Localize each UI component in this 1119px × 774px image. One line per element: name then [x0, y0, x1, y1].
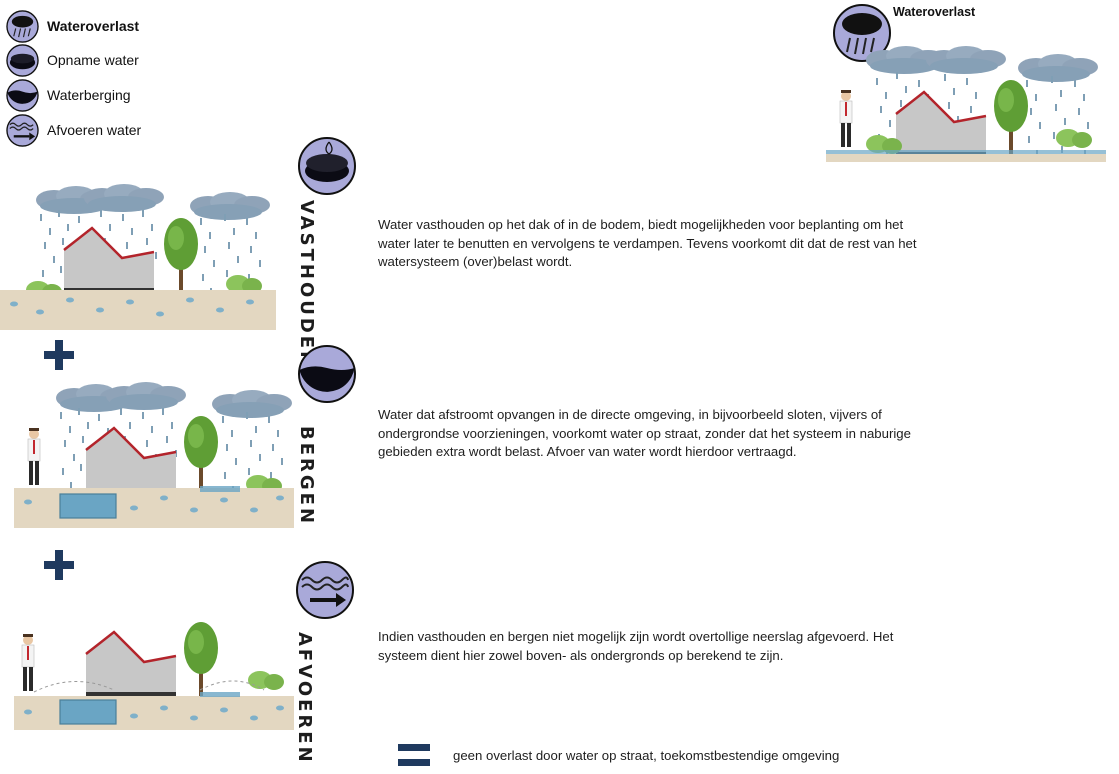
- legend-item-wateroverlast: Wateroverlast: [6, 9, 140, 43]
- bergen-illustration: [14, 382, 294, 528]
- water-storage-icon: [298, 345, 356, 403]
- conclusion-text: geen overlast door water op straat, toek…: [453, 748, 840, 763]
- section-label-afvoeren: AFVOEREN: [294, 632, 315, 765]
- legend-label: Afvoeren water: [47, 122, 142, 138]
- top-scene-illustration: [826, 4, 1106, 162]
- section-description-vasthouden: Water vasthouden op het dak of in de bod…: [378, 217, 917, 270]
- water-drain-icon: [6, 113, 39, 147]
- legend-label: Wateroverlast: [47, 18, 140, 34]
- section-label-bergen: BERGEN: [296, 426, 317, 527]
- water-drain-icon: [296, 561, 354, 619]
- water-storage-icon: [6, 78, 39, 112]
- soil-absorb-icon: [6, 43, 39, 77]
- legend-item-waterberging: Waterberging: [6, 78, 131, 112]
- soil-absorb-icon: [298, 137, 356, 195]
- legend-item-opname-water: Opname water: [6, 43, 139, 77]
- section-description-bergen: Water dat afstroomt opvangen in de direc…: [378, 407, 911, 460]
- plus-operator-icon: [44, 340, 74, 370]
- section-label-vasthouden: VASTHOUDEN: [296, 200, 317, 370]
- legend-label: Waterberging: [47, 87, 131, 103]
- top-scene-title: Wateroverlast: [893, 5, 976, 19]
- vasthouden-illustration: [0, 184, 276, 330]
- section-description-afvoeren: Indien vasthouden en bergen niet mogelij…: [378, 629, 894, 663]
- legend-item-afvoeren-water: Afvoeren water: [6, 113, 142, 147]
- plus-operator-icon: [44, 550, 74, 580]
- afvoeren-illustration: [14, 622, 294, 730]
- top-scene-icon-rain-cloud: [833, 4, 891, 62]
- legend-label: Opname water: [47, 52, 139, 68]
- rain-cloud-icon: [6, 9, 39, 43]
- equals-operator-icon: [398, 744, 430, 766]
